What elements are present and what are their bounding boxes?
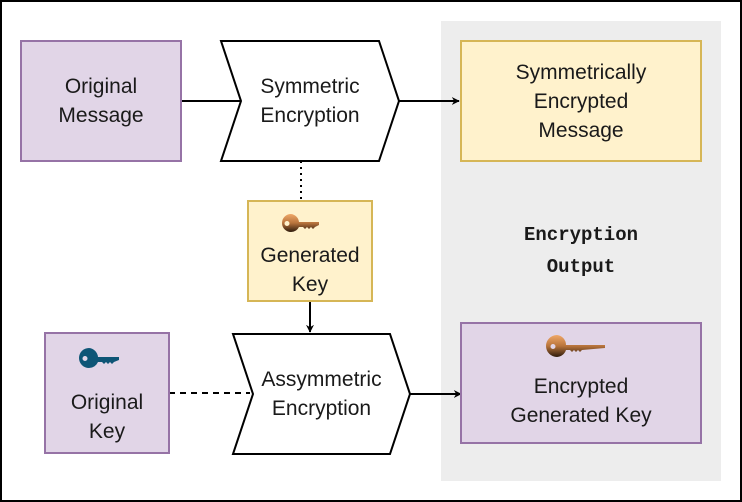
key-icon — [79, 348, 119, 368]
encrypted-generated-key-line2: Generated Key — [510, 404, 652, 427]
original-message-node[interactable] — [20, 40, 182, 162]
asymmetric-encryption-label: Assymmetric Encryption — [243, 334, 400, 454]
asymmetric-encryption-line1: Assymmetric — [261, 368, 382, 391]
original-key-label: Original Key — [45, 387, 169, 447]
generated-key-label: Generated Key — [248, 241, 372, 299]
encrypted-generated-key-label: Encrypted Generated Key — [461, 371, 701, 431]
original-key-line1: Original — [70, 391, 144, 414]
symmetric-encryption-line2: Encryption — [260, 104, 360, 127]
encrypted-generated-key-node[interactable] — [460, 322, 702, 444]
generated-key-line2: Key — [291, 273, 329, 296]
encrypted-generated-key-line1: Encrypted — [533, 375, 629, 398]
symmetrically-encrypted-message-line3: Message — [538, 118, 624, 142]
encryption-output-label: Encryption Output — [441, 218, 721, 284]
symmetrically-encrypted-message-line1: Symmetrically — [515, 60, 647, 84]
key-icon — [282, 214, 319, 232]
asymmetric-encryption-node[interactable] — [231, 333, 412, 455]
generated-key-node[interactable] — [247, 200, 373, 302]
symmetrically-encrypted-message-line2: Encrypted — [533, 89, 629, 113]
symmetric-encryption-node[interactable] — [219, 40, 401, 162]
asymmetric-encryption-line2: Encryption — [271, 397, 372, 420]
key-icon — [546, 335, 605, 357]
original-key-node[interactable] — [44, 332, 170, 454]
original-message-label: Original Message — [21, 41, 181, 161]
symmetrically-encrypted-message-node[interactable] — [460, 40, 702, 162]
symmetric-encryption-label: Symmetric Encryption — [231, 41, 389, 161]
encryption-output-line2: Output — [546, 256, 616, 278]
original-key-line2: Key — [88, 420, 126, 443]
generated-key-line1: Generated — [260, 244, 360, 267]
symmetric-encryption-line1: Symmetric — [260, 75, 360, 98]
symmetrically-encrypted-message-label: Symmetrically Encrypted Message — [461, 41, 701, 161]
original-message-line2: Message — [58, 104, 144, 127]
original-message-line1: Original — [64, 75, 138, 98]
encryption-output-line1: Encryption — [523, 224, 639, 246]
